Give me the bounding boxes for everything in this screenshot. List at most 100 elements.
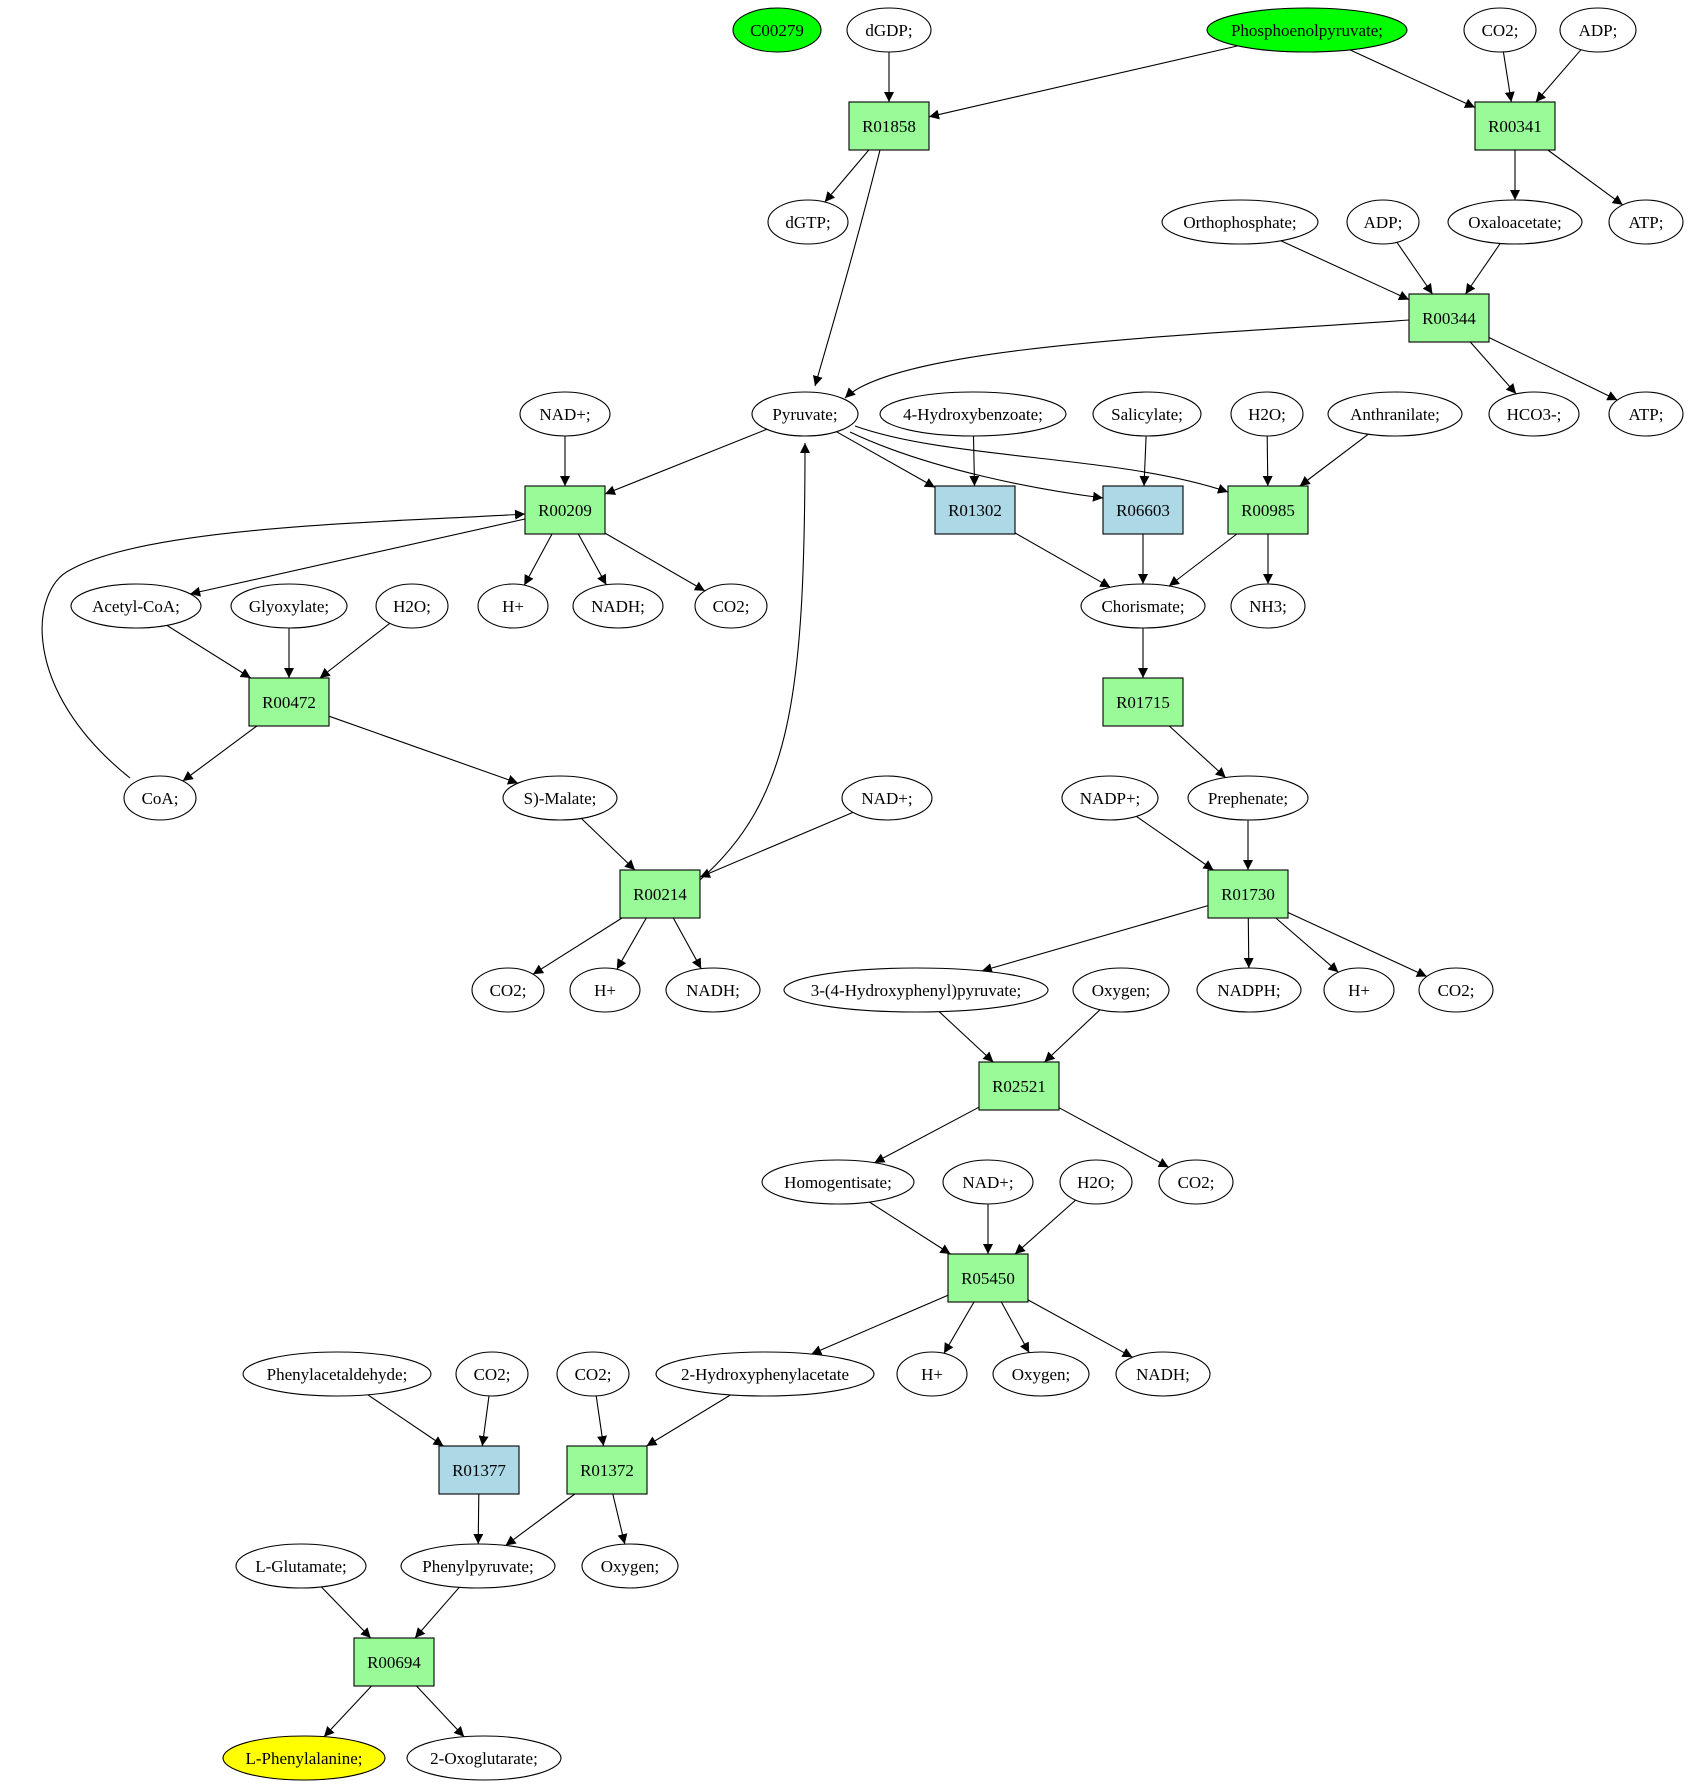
compound-ellipse-co2_b (694, 583, 768, 629)
edge-r01730-to-nadph (1243, 917, 1254, 969)
compound-node-co2_a[interactable]: CO2; (1463, 7, 1537, 53)
edge-r00209-to-hp_a (523, 533, 553, 586)
compound-node-atp_b[interactable]: ATP; (1608, 391, 1684, 437)
edge-r01730-to-co2_d (1287, 912, 1428, 977)
compound-node-co2_g[interactable]: CO2; (556, 1351, 630, 1397)
compound-node-lglutamate[interactable]: L-Glutamate; (235, 1543, 367, 1589)
compound-node-nadh_a[interactable]: NADH; (572, 583, 664, 629)
node-label-phenylacetaldehyde: Phenylacetaldehyde; (267, 1365, 408, 1384)
reaction-node-r01377[interactable]: R01377 (438, 1445, 520, 1495)
edge-oxygen_a-to-r02521 (1044, 1009, 1101, 1063)
compound-node-c00279[interactable]: C00279 (732, 7, 822, 53)
compound-node-h2o_c[interactable]: H2O; (1059, 1159, 1133, 1205)
compound-node-co2_c[interactable]: CO2; (471, 967, 545, 1013)
reaction-node-r06603[interactable]: R06603 (1102, 485, 1184, 535)
node-label-chorismate: Chorismate; (1101, 597, 1184, 616)
compound-node-oxygen_a[interactable]: Oxygen; (1072, 967, 1170, 1013)
node-label-nadp_b: NAD+; (861, 789, 912, 808)
compound-node-nh3[interactable]: NH3; (1230, 583, 1306, 629)
compound-node-hp_a[interactable]: H+ (477, 583, 549, 629)
compound-node-2og[interactable]: 2-Oxoglutarate; (406, 1735, 562, 1781)
compound-node-nadp_c[interactable]: NAD+; (942, 1159, 1034, 1205)
compound-node-adp_a[interactable]: ADP; (1559, 7, 1637, 53)
compound-node-pep[interactable]: Phosphoenolpyruvate; (1206, 7, 1408, 53)
compound-node-salicylate[interactable]: Salicylate; (1092, 391, 1202, 437)
reaction-node-r00985[interactable]: R00985 (1227, 485, 1309, 535)
reaction-node-r05450[interactable]: R05450 (947, 1253, 1029, 1303)
compound-node-dgdp[interactable]: dGDP; (846, 7, 932, 53)
compound-node-co2_b[interactable]: CO2; (694, 583, 768, 629)
compound-node-hco3[interactable]: HCO3-; (1488, 391, 1580, 437)
compound-node-nadp_a[interactable]: NAD+; (519, 391, 611, 437)
node-label-nadh_b: NADH; (686, 981, 740, 1000)
reaction-box-r01372 (566, 1445, 648, 1495)
reaction-node-r01715[interactable]: R01715 (1102, 677, 1184, 727)
edge-homogentisate-to-r05450 (869, 1201, 951, 1255)
node-label-dgtp: dGTP; (785, 213, 830, 232)
compound-node-phenylacetaldehyde[interactable]: Phenylacetaldehyde; (242, 1351, 432, 1397)
compound-node-hp_b[interactable]: H+ (569, 967, 641, 1013)
compound-node-acetylcoa[interactable]: Acetyl-CoA; (70, 583, 202, 629)
compound-ellipse-coa (123, 775, 197, 821)
compound-node-pyruvate[interactable]: Pyruvate; (751, 391, 859, 437)
node-label-oxygen_b: Oxygen; (1012, 1365, 1071, 1384)
compound-node-oxygen_c[interactable]: Oxygen; (581, 1543, 679, 1589)
compound-node-prephenate[interactable]: Prephenate; (1187, 775, 1309, 821)
compound-node-oxygen_b[interactable]: Oxygen; (992, 1351, 1090, 1397)
edge-r05450-to-hp_d (943, 1301, 975, 1354)
compound-node-dgtp[interactable]: dGTP; (767, 199, 849, 245)
reaction-node-r01372[interactable]: R01372 (566, 1445, 648, 1495)
compound-node-atp_a[interactable]: ATP; (1608, 199, 1684, 245)
compound-node-glyoxylate[interactable]: Glyoxylate; (230, 583, 348, 629)
reaction-node-r00472[interactable]: R00472 (248, 677, 330, 727)
reaction-box-r01377 (438, 1445, 520, 1495)
reaction-node-r00341[interactable]: R00341 (1474, 101, 1556, 151)
compound-node-ortho[interactable]: Orthophosphate; (1161, 199, 1319, 245)
reaction-node-r01302[interactable]: R01302 (934, 485, 1016, 535)
compound-node-nadh_c[interactable]: NADH; (1115, 1351, 1211, 1397)
compound-ellipse-2og (406, 1735, 562, 1781)
compound-node-co2_e[interactable]: CO2; (1158, 1159, 1234, 1205)
reaction-node-r01730[interactable]: R01730 (1207, 869, 1289, 919)
compound-node-2hpa[interactable]: 2-Hydroxyphenylacetate (655, 1351, 875, 1397)
compound-node-adp_b[interactable]: ADP; (1346, 199, 1420, 245)
compound-node-hp_d[interactable]: H+ (896, 1351, 968, 1397)
compound-node-chorismate[interactable]: Chorismate; (1080, 583, 1206, 629)
reaction-box-r00985 (1227, 485, 1309, 535)
compound-node-lphe[interactable]: L-Phenylalanine; (222, 1735, 386, 1781)
compound-node-nadpp[interactable]: NADP+; (1061, 775, 1159, 821)
compound-node-phenylpyruvate[interactable]: Phenylpyruvate; (400, 1543, 556, 1589)
reaction-node-r00214[interactable]: R00214 (619, 869, 701, 919)
reaction-node-r00694[interactable]: R00694 (353, 1637, 435, 1687)
reaction-box-r06603 (1102, 485, 1184, 535)
edge-oxaloacetate-to-r00344 (1465, 243, 1501, 295)
node-label-nh3: NH3; (1249, 597, 1287, 616)
compound-node-hpp[interactable]: 3-(4-Hydroxyphenyl)pyruvate; (783, 967, 1049, 1013)
reaction-node-r00344[interactable]: R00344 (1408, 293, 1490, 343)
compound-node-homogentisate[interactable]: Homogentisate; (761, 1159, 915, 1205)
compound-node-coa[interactable]: CoA; (123, 775, 197, 821)
compound-ellipse-co2_c (471, 967, 545, 1013)
compound-node-anthranilate[interactable]: Anthranilate; (1327, 391, 1463, 437)
node-label-lglutamate: L-Glutamate; (255, 1557, 347, 1576)
edge-r00344-to-hco3 (1469, 341, 1517, 395)
reaction-node-r01858[interactable]: R01858 (848, 101, 930, 151)
compound-node-h2o_a[interactable]: H2O; (1230, 391, 1304, 437)
edge-r00214-to-hp_b (616, 917, 647, 970)
compound-node-co2_f[interactable]: CO2; (455, 1351, 529, 1397)
compound-node-hp_c[interactable]: H+ (1323, 967, 1395, 1013)
compound-node-nadp_b[interactable]: NAD+; (841, 775, 933, 821)
compound-node-malate[interactable]: S)-Malate; (502, 775, 618, 821)
reaction-node-r02521[interactable]: R02521 (978, 1061, 1060, 1111)
compound-node-oxaloacetate[interactable]: Oxaloacetate; (1447, 199, 1583, 245)
compound-node-nadph[interactable]: NADPH; (1196, 967, 1302, 1013)
node-label-prephenate: Prephenate; (1208, 789, 1288, 808)
edge-pep-to-r01858 (928, 45, 1238, 120)
compound-ellipse-oxygen_b (992, 1351, 1090, 1397)
compound-node-4hb[interactable]: 4-Hydroxybenzoate; (879, 391, 1067, 437)
compound-node-h2o_b[interactable]: H2O; (375, 583, 449, 629)
edge-r00694-to-2og (416, 1685, 465, 1738)
reaction-node-r00209[interactable]: R00209 (524, 485, 606, 535)
compound-node-nadh_b[interactable]: NADH; (665, 967, 761, 1013)
compound-node-co2_d[interactable]: CO2; (1418, 967, 1494, 1013)
